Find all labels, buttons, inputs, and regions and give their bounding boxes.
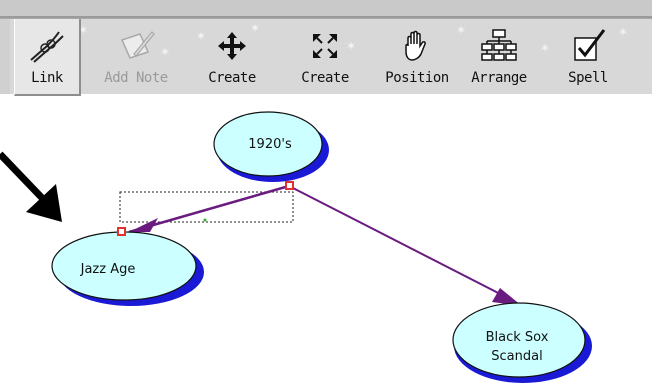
- link-1920s-black-sox[interactable]: [288, 185, 513, 301]
- node-black-sox-label-line1: Black Sox: [486, 330, 549, 345]
- create-move-icon: [210, 24, 254, 68]
- position-tool-label: Position: [385, 70, 449, 86]
- star-decoration: ✶: [456, 23, 467, 37]
- node-black-sox-scandal[interactable]: Black Sox Scandal: [452, 302, 592, 383]
- link-1920s-jazz-age[interactable]: [128, 184, 290, 234]
- star-decoration: ✶: [346, 39, 357, 53]
- star-decoration: ✶: [160, 45, 171, 59]
- link-handle-source[interactable]: [285, 181, 294, 190]
- node-1920s[interactable]: 1920's: [213, 111, 329, 182]
- spell-tool-label: Spell: [568, 70, 608, 86]
- position-tool-button[interactable]: Position: [378, 19, 456, 94]
- create-node-tool-label: Create: [208, 70, 256, 86]
- link-handle-target[interactable]: [117, 227, 126, 236]
- add-note-tool-label: Add Note: [104, 70, 168, 86]
- link-icon: [25, 24, 69, 68]
- toolbar-left-edge: [0, 19, 10, 94]
- link-tool-button[interactable]: Link: [14, 19, 81, 96]
- spell-tool-button[interactable]: Spell: [556, 19, 620, 94]
- node-black-sox-label-line2: Scandal: [491, 349, 542, 364]
- star-decoration: ✶: [250, 21, 261, 35]
- star-decoration: ✶: [618, 25, 629, 39]
- toolbar-top-strip: [0, 0, 652, 18]
- create-node-tool-button[interactable]: Create: [200, 19, 264, 94]
- arrange-tool-button[interactable]: Arrange: [462, 19, 536, 94]
- selection-anchor-dot: [203, 218, 207, 222]
- star-decoration: ✶: [540, 41, 551, 55]
- link-arrowhead-blacksox: [492, 288, 522, 306]
- create-link-tool-label: Create: [301, 70, 349, 86]
- hand-icon: [395, 24, 439, 68]
- create-link-tool-button[interactable]: Create: [290, 19, 360, 94]
- add-note-tool-button[interactable]: Add Note: [104, 19, 168, 94]
- star-decoration: ✶: [78, 23, 89, 37]
- link-arrowhead-jazz: [129, 218, 158, 232]
- star-decoration: ✶: [196, 29, 207, 43]
- spell-check-icon: [566, 24, 610, 68]
- node-jazz-age-label: Jazz Age: [80, 262, 136, 277]
- selection-rectangle: [119, 191, 294, 223]
- arrange-tool-label: Arrange: [471, 70, 527, 86]
- node-jazz-age[interactable]: Jazz Age: [51, 231, 204, 306]
- add-note-icon: [114, 24, 158, 68]
- create-expand-icon: [303, 24, 347, 68]
- pointer-arrow: [0, 151, 62, 222]
- node-1920s-label: 1920's: [248, 137, 292, 152]
- toolbar: ✶ ✶ ✶ ✶ ✶ ✶ ✶ ✶ Link Add Note: [0, 0, 652, 96]
- hierarchy-icon: [477, 24, 521, 68]
- map-canvas[interactable]: 1920's Jazz Age Black Sox Scandal: [0, 94, 652, 386]
- link-tool-label: Link: [31, 70, 63, 86]
